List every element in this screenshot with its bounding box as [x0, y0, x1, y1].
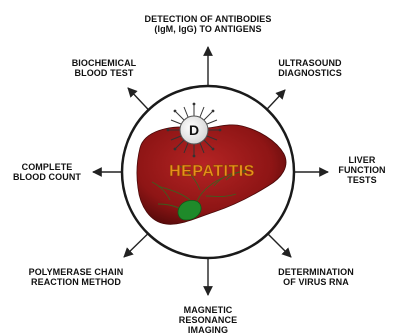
label-virus-rna-determination: DETERMINATION OF VIRUS RNA [266, 267, 366, 287]
label-line: LIVER [334, 155, 390, 165]
label-line: (IgM, IgG) TO ANTIGENS [120, 24, 296, 34]
label-biochemical-blood-test: BIOCHEMICAL BLOOD TEST [56, 58, 152, 78]
label-line: TESTS [334, 175, 390, 185]
label-line: COMPLETE [2, 162, 92, 172]
label-line: RESONANCE [160, 315, 256, 325]
label-antibody-detection: DETECTION OF ANTIBODIES (IgM, IgG) TO AN… [120, 14, 296, 34]
label-line: POLYMERASE CHAIN [18, 267, 134, 277]
virus-type-letter: D [189, 122, 199, 138]
label-complete-blood-count: COMPLETE BLOOD COUNT [2, 162, 92, 182]
label-line: MAGNETIC [160, 305, 256, 315]
label-liver-function-tests: LIVER FUNCTION TESTS [334, 155, 390, 185]
label-line: ULTRASOUND [262, 58, 358, 68]
label-line: FUNCTION [334, 165, 390, 175]
label-ultrasound-diagnostics: ULTRASOUND DIAGNOSTICS [262, 58, 358, 78]
label-line: DIAGNOSTICS [262, 68, 358, 78]
label-line: BIOCHEMICAL [56, 58, 152, 68]
label-line: DETECTION OF ANTIBODIES [120, 14, 296, 24]
label-line: IMAGING [160, 325, 256, 335]
hepatitis-title: HEPATITIS [169, 163, 255, 180]
label-line: REACTION METHOD [18, 277, 134, 287]
label-polymerase-chain-reaction: POLYMERASE CHAIN REACTION METHOD [18, 267, 134, 287]
label-line: OF VIRUS RNA [266, 277, 366, 287]
label-magnetic-resonance-imaging: MAGNETIC RESONANCE IMAGING [160, 305, 256, 335]
virus-badge: D [167, 103, 222, 158]
label-line: DETERMINATION [266, 267, 366, 277]
label-line: BLOOD TEST [56, 68, 152, 78]
label-line: BLOOD COUNT [2, 172, 92, 182]
